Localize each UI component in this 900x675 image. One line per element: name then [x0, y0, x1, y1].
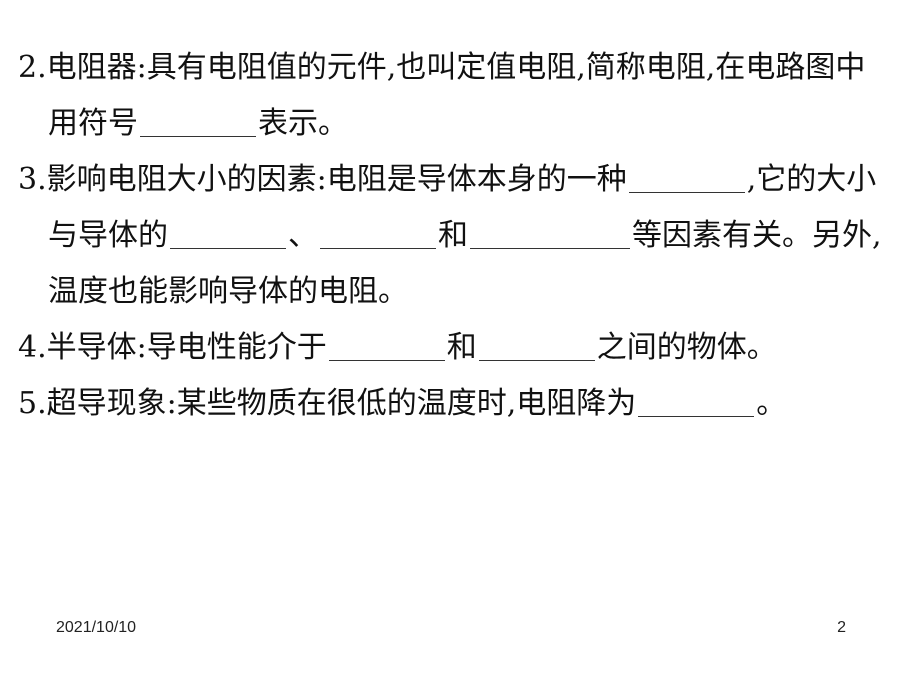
- answer-blank[interactable]: [638, 386, 755, 417]
- worksheet-content: 2.电阻器:具有电阻值的元件,也叫定值电阻,简称电阻,在电路图中 用符号表示。 …: [18, 40, 888, 432]
- item-text: 4.半导体:导电性能介于: [18, 330, 327, 365]
- answer-blank[interactable]: [170, 218, 286, 249]
- item-text: 和: [438, 218, 468, 253]
- item-text: 。: [756, 386, 787, 421]
- item-3-line-3: 温度也能影响导体的电阻。: [18, 264, 888, 320]
- item-text: 和: [446, 330, 477, 365]
- item-3-line-2: 与导体的 、 和 等因素有关。另外,: [18, 208, 888, 264]
- item-text: 表示。: [258, 106, 348, 141]
- item-text: 之间的物体。: [596, 330, 777, 365]
- item-text: 等因素有关。另外,: [632, 218, 882, 253]
- item-text: 5.超导现象:某些物质在很低的温度时,电阻降为: [18, 386, 637, 421]
- page-number: 2: [837, 619, 846, 636]
- footer-date: 2021/10/10: [56, 619, 137, 636]
- item-4-line-1: 4.半导体:导电性能介于 和 之间的物体。: [18, 320, 888, 376]
- item-5-line-1: 5.超导现象:某些物质在很低的温度时,电阻降为 。: [18, 376, 888, 432]
- answer-blank[interactable]: [628, 162, 745, 193]
- item-text: 用符号: [48, 106, 138, 141]
- item-2-line-2: 用符号 表示。: [18, 96, 888, 152]
- item-text: 3.影响电阻大小的因素:电阻是导体本身的一种: [18, 162, 627, 197]
- answer-blank[interactable]: [470, 218, 630, 249]
- item-text: 与导体的: [48, 218, 168, 253]
- item-text: 2.电阻器:具有电阻值的元件,也叫定值电阻,简称电阻,在电路图中: [18, 50, 866, 85]
- answer-blank[interactable]: [478, 330, 595, 361]
- item-text: 、: [288, 218, 318, 253]
- answer-blank[interactable]: [140, 106, 256, 137]
- item-text: 温度也能影响导体的电阻。: [48, 274, 408, 309]
- answer-blank[interactable]: [328, 330, 445, 361]
- item-2-line-1: 2.电阻器:具有电阻值的元件,也叫定值电阻,简称电阻,在电路图中: [18, 40, 888, 96]
- answer-blank[interactable]: [320, 218, 436, 249]
- item-3-line-1: 3.影响电阻大小的因素:电阻是导体本身的一种 ,它的大小: [18, 152, 888, 208]
- item-text: ,它的大小: [746, 162, 877, 197]
